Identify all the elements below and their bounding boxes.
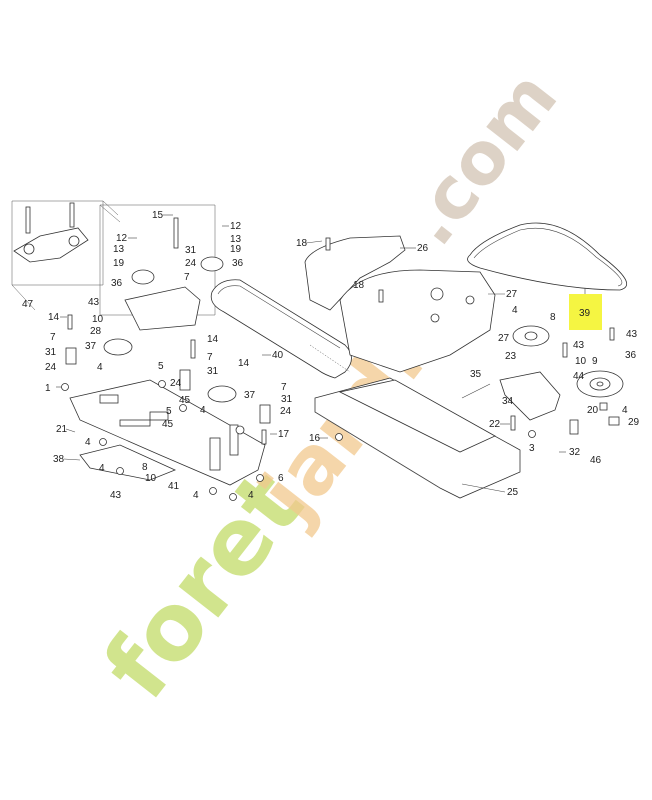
callout-labels: 15 12 13 19 36 12 13 19 31 24 36 7 43 14… (45, 210, 640, 501)
inset-47: 47 (11, 200, 119, 311)
fasteners (61, 217, 615, 501)
callout-43c: 43 (626, 329, 638, 340)
left-base-plate (69, 379, 266, 486)
callout-29: 28 (90, 326, 102, 337)
highlight-39[interactable]: 39 (569, 288, 602, 330)
callout-31: 31 (185, 245, 197, 256)
callout-31c: 31 (207, 366, 219, 377)
channel-25 (314, 377, 521, 499)
callout-4c: 4 (193, 490, 199, 501)
callout-16: 16 (309, 433, 321, 444)
callout-5: 5 (158, 361, 164, 372)
callout-43d: 43 (573, 340, 585, 351)
callout-22: 22 (489, 419, 501, 430)
callout-43: 43 (88, 297, 100, 308)
callout-12b: 12 (230, 221, 242, 232)
callout-47: 47 (22, 299, 34, 310)
callout-5b: 5 (166, 406, 172, 417)
callout-24d: 24 (280, 406, 292, 417)
callout-37b: 37 (244, 390, 256, 401)
callout-9: 9 (592, 356, 598, 367)
callout-19: 19 (113, 258, 125, 269)
callout-4b: 4 (99, 463, 105, 474)
callout-34: 35 (470, 369, 482, 380)
callout-38: 38 (53, 454, 65, 465)
pulleys (103, 256, 237, 403)
callout-10c: 10 (575, 356, 587, 367)
callout-35: 36 (625, 350, 637, 361)
callout-39[interactable]: 39 (579, 308, 591, 319)
callout-36b: 36 (232, 258, 244, 269)
callout-21: 21 (56, 424, 68, 435)
callout-10: 10 (92, 314, 104, 325)
highlight-39-box[interactable] (569, 294, 602, 330)
callout-27: 27 (506, 289, 518, 300)
callout-2b: 4 (200, 405, 206, 416)
callout-32: 32 (569, 447, 581, 458)
center-box (99, 204, 216, 316)
leader-lines (56, 214, 566, 493)
callout-7d: 7 (281, 382, 287, 393)
callout-6: 6 (278, 473, 284, 484)
callout-45b: 45 (162, 419, 174, 430)
callout-30: 29 (628, 417, 640, 428)
callout-45: 45 (179, 395, 191, 406)
callout-7c: 7 (207, 352, 213, 363)
callout-14b: 14 (207, 334, 219, 345)
callout-24b: 24 (45, 362, 57, 373)
callout-15: 15 (152, 210, 164, 221)
callout-14: 14 (48, 312, 60, 323)
right-parts (461, 325, 624, 435)
callout-28: 27 (498, 333, 510, 344)
callout-19b: 19 (230, 244, 242, 255)
callout-40: 40 (272, 350, 284, 361)
callout-37: 37 (85, 341, 97, 352)
callout-31d: 31 (281, 394, 293, 405)
callout-4e: 4 (512, 305, 518, 316)
callout-4d: 4 (248, 490, 254, 501)
callout-24c: 24 (170, 378, 182, 389)
callout-20: 20 (587, 405, 599, 416)
callout-13b: 13 (230, 234, 242, 245)
callout-43b: 43 (110, 490, 122, 501)
callout-12: 12 (116, 233, 128, 244)
callout-31b: 31 (45, 347, 57, 358)
callout-25: 25 (507, 487, 519, 498)
callout-10b: 10 (145, 473, 157, 484)
callout-41: 41 (168, 481, 180, 492)
callout-1: 1 (45, 383, 51, 394)
callout-4: 4 (85, 437, 91, 448)
callout-18: 18 (296, 238, 308, 249)
callout-23: 23 (505, 351, 517, 362)
callout-8: 8 (550, 312, 556, 323)
callout-46: 46 (590, 455, 602, 466)
callout-7b: 7 (50, 332, 56, 343)
callout-17: 17 (278, 429, 290, 440)
callout-18b: 18 (353, 280, 365, 291)
belt-39 (467, 222, 627, 291)
callout-33: 34 (502, 396, 514, 407)
callout-7e: 8 (142, 462, 148, 473)
callout-2: 4 (97, 362, 103, 373)
callout-24: 24 (185, 258, 197, 269)
callout-13: 13 (113, 244, 125, 255)
callout-36: 36 (111, 278, 123, 289)
callout-14c: 14 (238, 358, 250, 369)
callout-44: 44 (573, 371, 585, 382)
callout-2c: 4 (622, 405, 628, 416)
callout-7: 7 (184, 272, 190, 283)
callout-26: 26 (417, 243, 429, 254)
belt-40 (210, 279, 352, 379)
callout-3: 3 (529, 443, 535, 454)
